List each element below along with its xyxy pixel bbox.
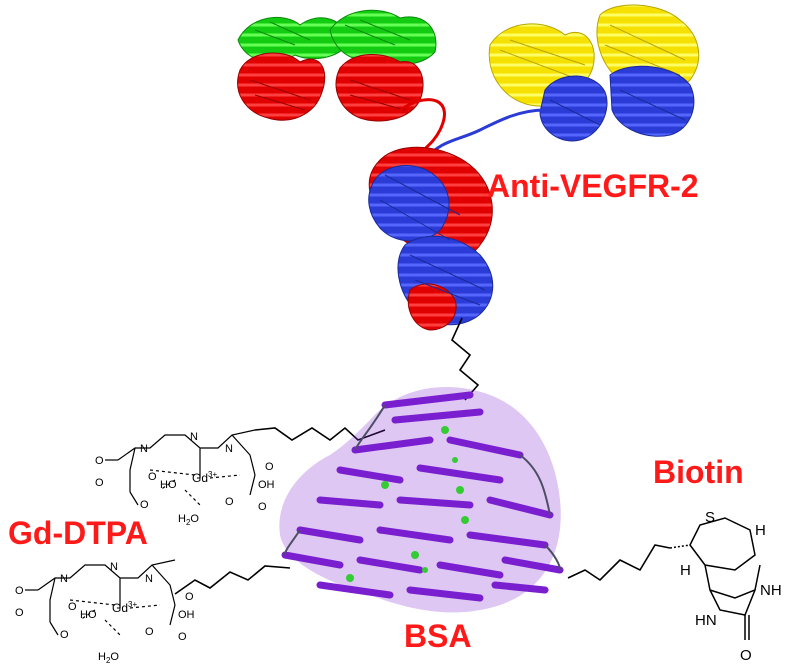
chem-n5: N: [110, 561, 118, 573]
bsa-ligands: [346, 426, 469, 582]
chem-water1: H2O: [178, 513, 199, 527]
gd-dtpa-lower-linker: [174, 565, 291, 595]
chem-hn: HN: [695, 612, 717, 629]
gd-dtpa-label: Gd-DTPA: [8, 515, 148, 551]
chem-gd2: Gd3+: [112, 600, 137, 615]
biotin-label: Biotin: [653, 454, 744, 490]
chem-o6: O: [68, 601, 77, 613]
chem-n3: N: [225, 443, 233, 455]
biotin-structure: S H H NH HN O: [669, 509, 782, 664]
chem-o4: O: [258, 501, 267, 513]
fab2-heavy-chain: [539, 65, 695, 142]
chem-n6: N: [145, 573, 153, 585]
chem-n4: N: [60, 573, 68, 585]
chem-o5: O: [15, 585, 24, 597]
chem-o3: O: [265, 461, 274, 473]
chem-water2: H2O: [98, 651, 119, 665]
bsa-label: BSA: [404, 618, 472, 654]
gd-dtpa-lower: N N N O O O O O O HO OH O Gd3+ H2O: [15, 559, 195, 665]
gd-dtpa-upper: N N N O O O O O O HO OH O Gd3+ H2O: [95, 429, 275, 527]
chem-o7: O: [185, 591, 194, 603]
chem-omin3: O: [225, 496, 234, 508]
antibody-label: Anti-VEGFR-2: [487, 168, 699, 204]
chem-o-biotin: O: [740, 647, 752, 664]
chem-o1: O: [95, 455, 104, 467]
antibody-bsa-linker: [451, 317, 480, 401]
linkers: [174, 317, 671, 595]
chem-h1: H: [755, 522, 766, 539]
chem-omin5: O: [60, 629, 69, 641]
chem-s: S: [705, 509, 715, 526]
chem-omin6: O: [145, 626, 154, 638]
biotin-linker: [567, 544, 671, 582]
chem-n2: N: [190, 431, 198, 443]
chem-ho2: HO: [80, 609, 97, 621]
fc-region: [368, 146, 494, 331]
chem-o2: O: [148, 471, 157, 483]
chem-h2: H: [680, 562, 691, 579]
chem-gd1: Gd3+: [192, 470, 217, 485]
gd-dtpa-upper-linker: [254, 426, 386, 441]
chem-omin1: O: [95, 477, 104, 489]
chem-oh1: OH: [258, 479, 275, 491]
chem-nh: NH: [760, 582, 782, 599]
bsa-protein: [279, 387, 564, 613]
fab1-heavy-chain: [237, 52, 424, 122]
chem-n1: N: [140, 443, 148, 455]
chem-omin4: O: [15, 607, 24, 619]
antibody-structure: [237, 4, 700, 331]
chem-ho1: HO: [160, 479, 177, 491]
chem-o8: O: [178, 631, 187, 643]
chem-omin2: O: [140, 499, 149, 511]
chem-oh2: OH: [178, 609, 195, 621]
